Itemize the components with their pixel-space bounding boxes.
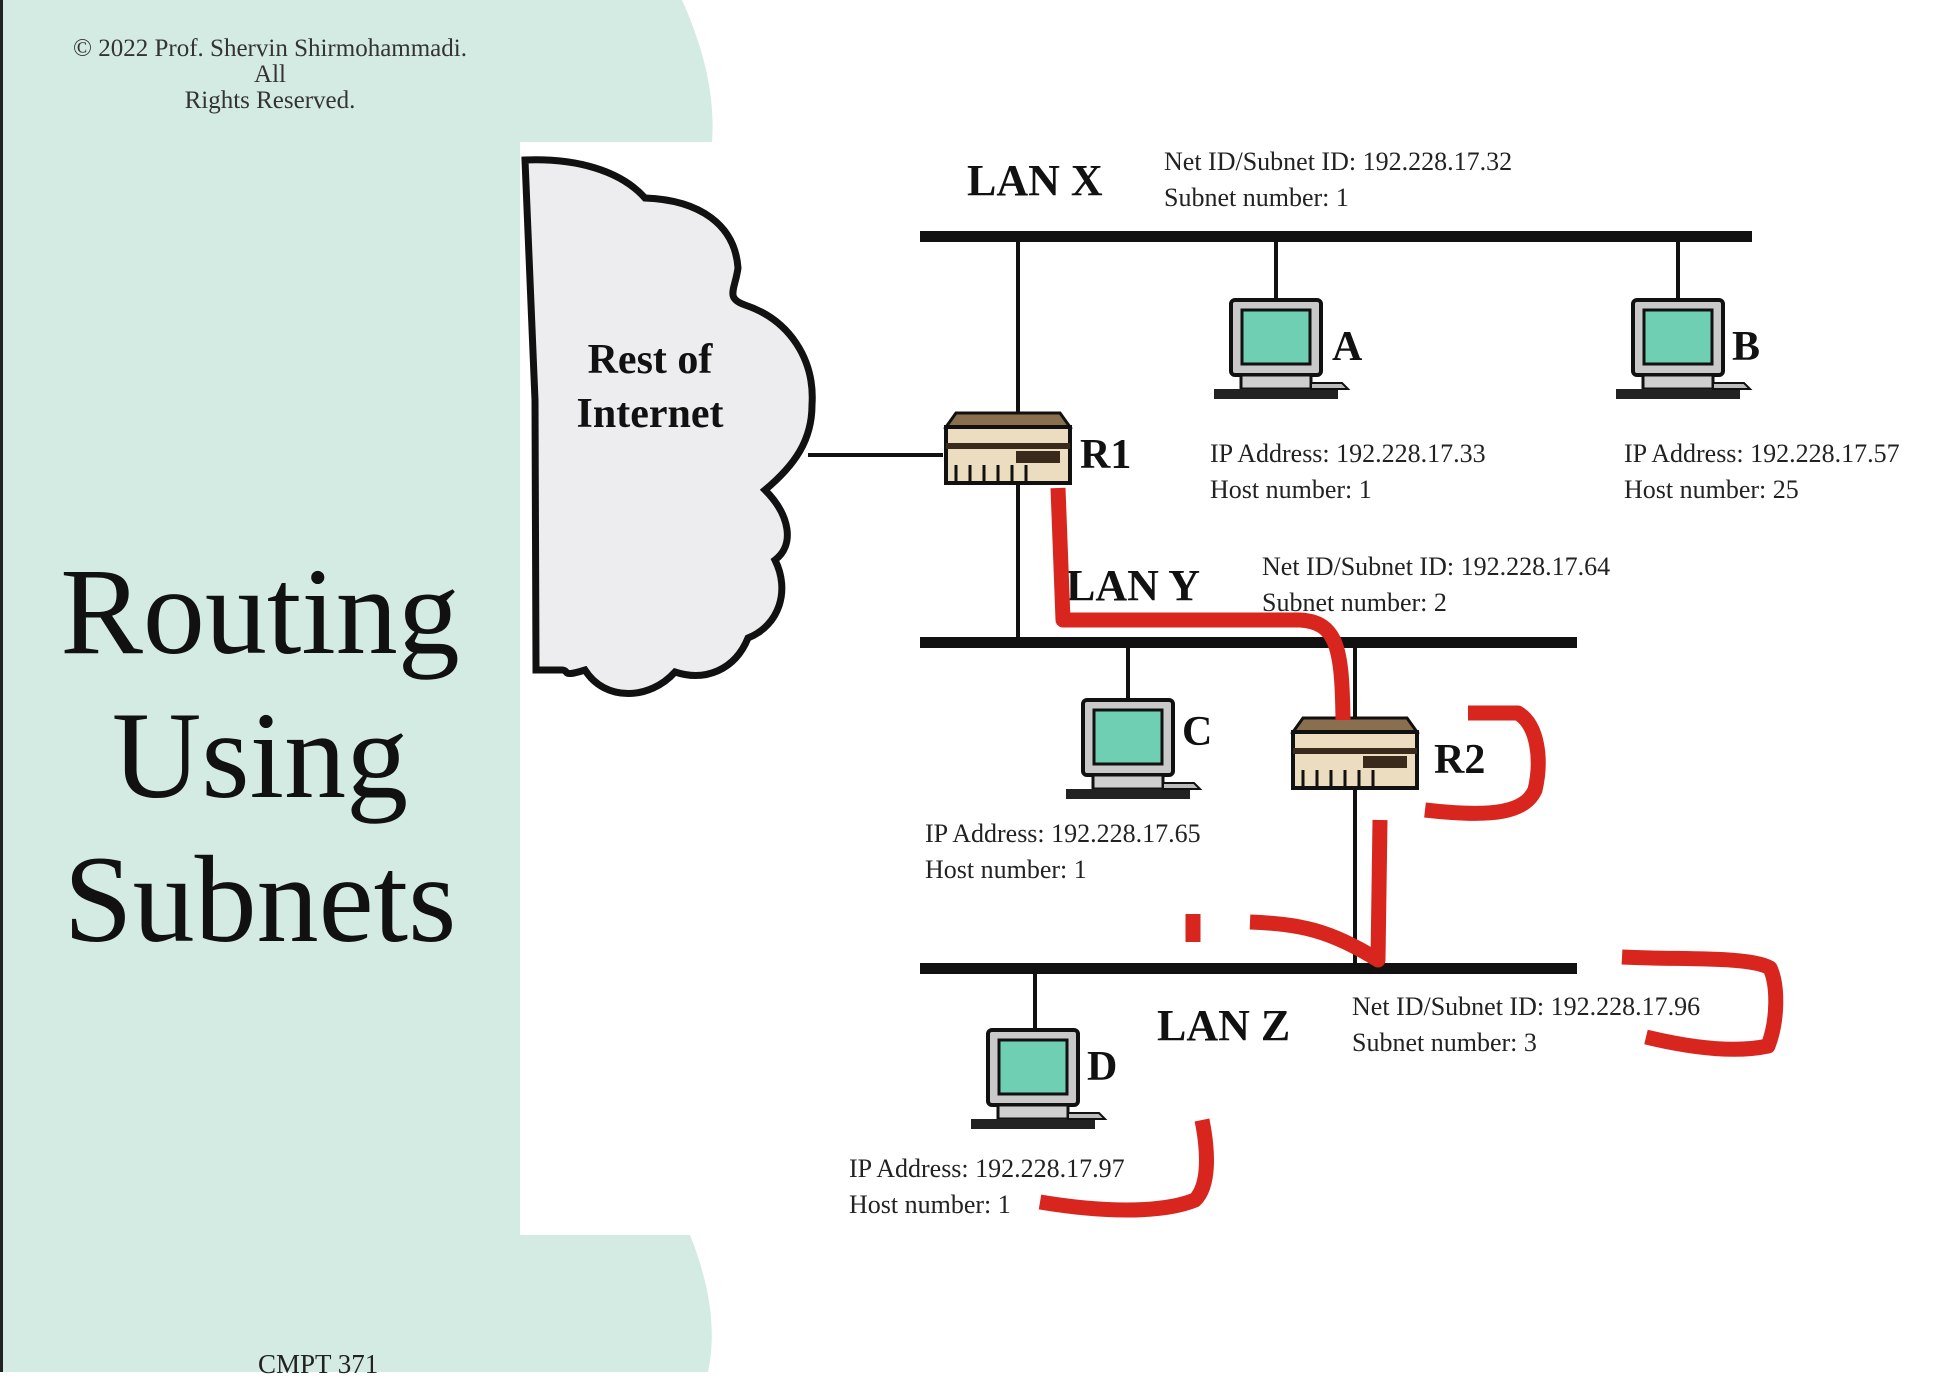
host-d-ip: IP Address: 192.228.17.97 <box>849 1154 1125 1183</box>
copyright-line2: Rights Reserved. <box>184 87 356 114</box>
host-d-label: D <box>1087 1044 1117 1090</box>
router-r2-label: R2 <box>1434 737 1485 783</box>
red-pen-annotations <box>1038 487 1784 1218</box>
slide-title-line2: Using <box>111 687 409 824</box>
host-b-host-number: Host number: 25 <box>1624 475 1799 504</box>
internet-cloud <box>521 156 816 697</box>
host-a-host-number: Host number: 1 <box>1210 475 1372 504</box>
cloud-label-line1: Rest of <box>588 337 714 383</box>
lan-x-name: LAN X <box>967 156 1103 205</box>
slide-title: Routing Using Subnets <box>20 540 500 972</box>
slide-left-border <box>0 0 3 1372</box>
lan-y-name: LAN Y <box>1066 561 1200 610</box>
lan-z-net-id: Net ID/Subnet ID: 192.228.17.96 <box>1352 992 1700 1021</box>
host-d-computer-icon <box>969 1028 1107 1131</box>
lan-x-net-id: Net ID/Subnet ID: 192.228.17.32 <box>1164 147 1512 176</box>
router-r2-icon <box>1291 716 1419 790</box>
course-footer: CMPT 371 <box>258 1349 379 1379</box>
lan-z-bus <box>920 963 1577 974</box>
host-b-ip: IP Address: 192.228.17.57 <box>1624 439 1900 468</box>
annotation-line-r2-to-lan-z <box>1249 819 1388 968</box>
lan-x-subnet-number: Subnet number: 1 <box>1164 183 1349 212</box>
slide-title-line1: Routing <box>60 543 460 680</box>
annotation-loop-host-d <box>1038 1118 1214 1218</box>
lan-y-bus <box>920 637 1577 648</box>
host-b-label: B <box>1732 324 1760 370</box>
host-c-host-number: Host number: 1 <box>925 855 1087 884</box>
router-r1-label: R1 <box>1080 432 1131 478</box>
host-b-computer-icon <box>1614 298 1752 401</box>
lan-z-name: LAN Z <box>1157 1001 1290 1050</box>
annotation-route-r1-to-r2 <box>1050 487 1351 721</box>
annotation-loop-r2 <box>1424 705 1546 821</box>
copyright-notice: © 2022 Prof. Shervin Shirmohammadi. All … <box>60 36 480 114</box>
lan-x-bus <box>920 231 1752 242</box>
host-c-computer-icon <box>1064 698 1202 801</box>
copyright-line1: © 2022 Prof. Shervin Shirmohammadi. All <box>73 35 467 88</box>
slide-title-line3: Subnets <box>63 831 457 968</box>
host-a-ip: IP Address: 192.228.17.33 <box>1210 439 1486 468</box>
router-r1-icon <box>944 411 1072 485</box>
host-c-ip: IP Address: 192.228.17.65 <box>925 819 1201 848</box>
host-a-label: A <box>1332 324 1363 370</box>
background-panel <box>0 0 713 1372</box>
lan-y-net-id: Net ID/Subnet ID: 192.228.17.64 <box>1262 552 1610 581</box>
host-d-host-number: Host number: 1 <box>849 1190 1011 1219</box>
cloud-label-line2: Internet <box>577 391 724 437</box>
lan-z-subnet-number: Subnet number: 3 <box>1352 1028 1537 1057</box>
annotation-loop-lan-z <box>1621 949 1784 1057</box>
lan-y-subnet-number: Subnet number: 2 <box>1262 588 1447 617</box>
host-a-computer-icon <box>1212 298 1350 401</box>
host-c-label: C <box>1182 709 1212 755</box>
